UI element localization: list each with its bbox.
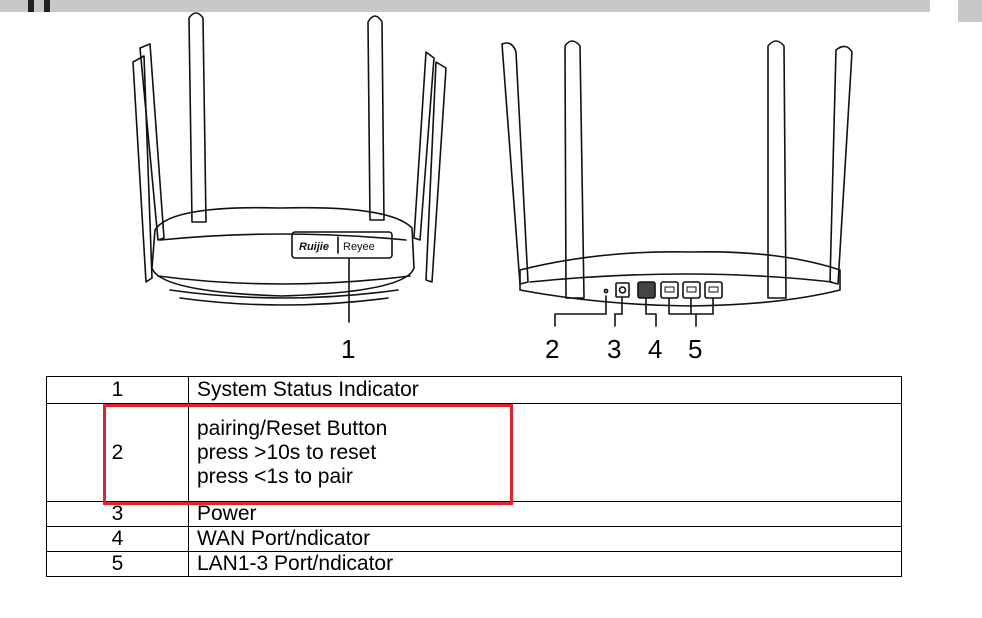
callout-number-1: 1 — [341, 334, 356, 364]
callout-leader — [645, 297, 657, 327]
antenna — [413, 51, 435, 241]
table-row: 5 LAN1-3 Port/ndicator — [46, 551, 902, 577]
table-row: 1 System Status Indicator — [46, 376, 902, 404]
antenna — [767, 40, 787, 299]
header-glyph — [44, 0, 50, 12]
lan-port — [660, 281, 679, 299]
router-front-view — [132, 12, 447, 323]
brand-logo-right: Reyee — [343, 241, 375, 253]
antenna — [425, 61, 447, 283]
brand-badge — [291, 231, 393, 259]
header-glyph — [28, 0, 34, 12]
callout-number-5: 5 — [688, 334, 703, 364]
router-body — [151, 206, 415, 297]
row-description: System Status Indicator — [188, 376, 902, 404]
row-description: pairing/Reset Button press >10s to reset… — [188, 403, 902, 502]
brand-logo-left: Ruijie — [299, 241, 329, 253]
callout-number-3: 3 — [607, 334, 622, 364]
row-description: WAN Port/ndicator — [188, 526, 902, 552]
router-rear-view — [501, 40, 853, 327]
router-body — [519, 251, 841, 307]
row-number: 3 — [46, 501, 189, 527]
table-row: 3 Power — [46, 501, 902, 527]
row-number: 5 — [46, 551, 189, 577]
row-description: Power — [188, 501, 902, 527]
wan-port — [637, 281, 656, 299]
row-description: LAN1-3 Port/ndicator — [188, 551, 902, 577]
row-number: 4 — [46, 526, 189, 552]
callout-leader — [668, 297, 714, 327]
antenna — [139, 43, 165, 241]
antenna — [132, 55, 153, 283]
section-header-band — [0, 0, 930, 12]
page-side-tab — [958, 0, 982, 22]
antenna — [564, 40, 585, 299]
component-legend-table: 1 System Status Indicator 2 pairing/Rese… — [46, 376, 902, 577]
power-jack — [615, 282, 630, 298]
antenna — [501, 42, 529, 285]
table-row: 2 pairing/Reset Button press >10s to res… — [46, 403, 902, 502]
table-row: 4 WAN Port/ndicator — [46, 526, 902, 552]
antenna — [188, 12, 207, 223]
lan-port — [682, 281, 701, 299]
reset-hole — [603, 288, 609, 294]
router-illustration: Ruijie Reyee — [132, 12, 853, 327]
callout-leader — [554, 295, 607, 327]
antenna — [367, 15, 385, 221]
callout-number-2: 2 — [545, 334, 560, 364]
row-number: 1 — [46, 376, 189, 404]
row-number: 2 — [46, 403, 189, 502]
lan-port — [704, 281, 723, 299]
antenna — [829, 45, 853, 285]
callout-number-4: 4 — [648, 334, 663, 364]
